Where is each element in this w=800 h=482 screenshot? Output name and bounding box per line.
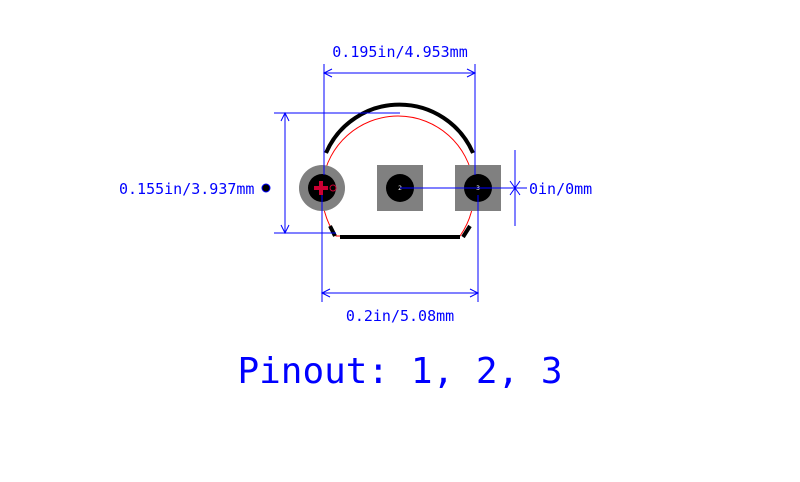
dimension-bottom: [320, 195, 480, 302]
dimension-top-label: 0.195in/4.953mm: [332, 43, 467, 61]
dimension-left: [274, 111, 400, 235]
pad-1: [299, 165, 345, 211]
silkscreen-arc: [324, 102, 475, 154]
dimension-bottom-label: 0.2in/5.08mm: [346, 307, 454, 325]
dimension-right-label: 0in/0mm: [529, 180, 592, 198]
origin-marker: [261, 183, 271, 193]
dimension-top: [322, 64, 477, 175]
silkscreen-left-tick: [328, 225, 337, 237]
silkscreen-right-tick: [461, 224, 472, 239]
dimension-right: [400, 150, 527, 226]
dimension-left-label: 0.155in/3.937mm: [119, 180, 254, 198]
pinout-caption: Pinout: 1, 2, 3: [237, 351, 562, 392]
